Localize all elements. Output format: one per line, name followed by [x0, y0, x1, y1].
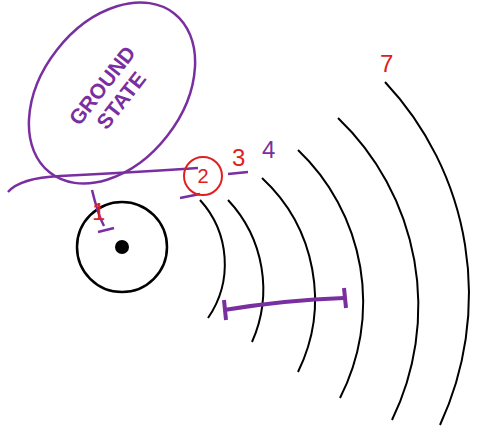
level-number: 4 — [262, 138, 275, 162]
orbit-2 — [200, 200, 225, 318]
orbit-4 — [262, 178, 315, 372]
orbit-6 — [338, 118, 418, 420]
level-number: 7 — [380, 52, 393, 76]
nucleus — [115, 240, 129, 254]
bar-tick — [224, 288, 346, 320]
level-number: 2 — [197, 166, 208, 186]
annotation-ellipse: GROUND STATE — [22, 0, 202, 198]
orbit-5 — [298, 150, 363, 398]
level-number: 1 — [92, 200, 105, 224]
distance-bar — [224, 298, 344, 310]
orbit-1 — [77, 202, 167, 292]
level-circle: 2 — [183, 156, 223, 196]
underline — [228, 172, 248, 174]
orbit-7 — [385, 82, 469, 425]
level-number: 3 — [232, 146, 245, 170]
annotation-text: GROUND STATE — [62, 39, 162, 148]
underline — [98, 228, 114, 232]
orbit-3 — [228, 200, 263, 342]
